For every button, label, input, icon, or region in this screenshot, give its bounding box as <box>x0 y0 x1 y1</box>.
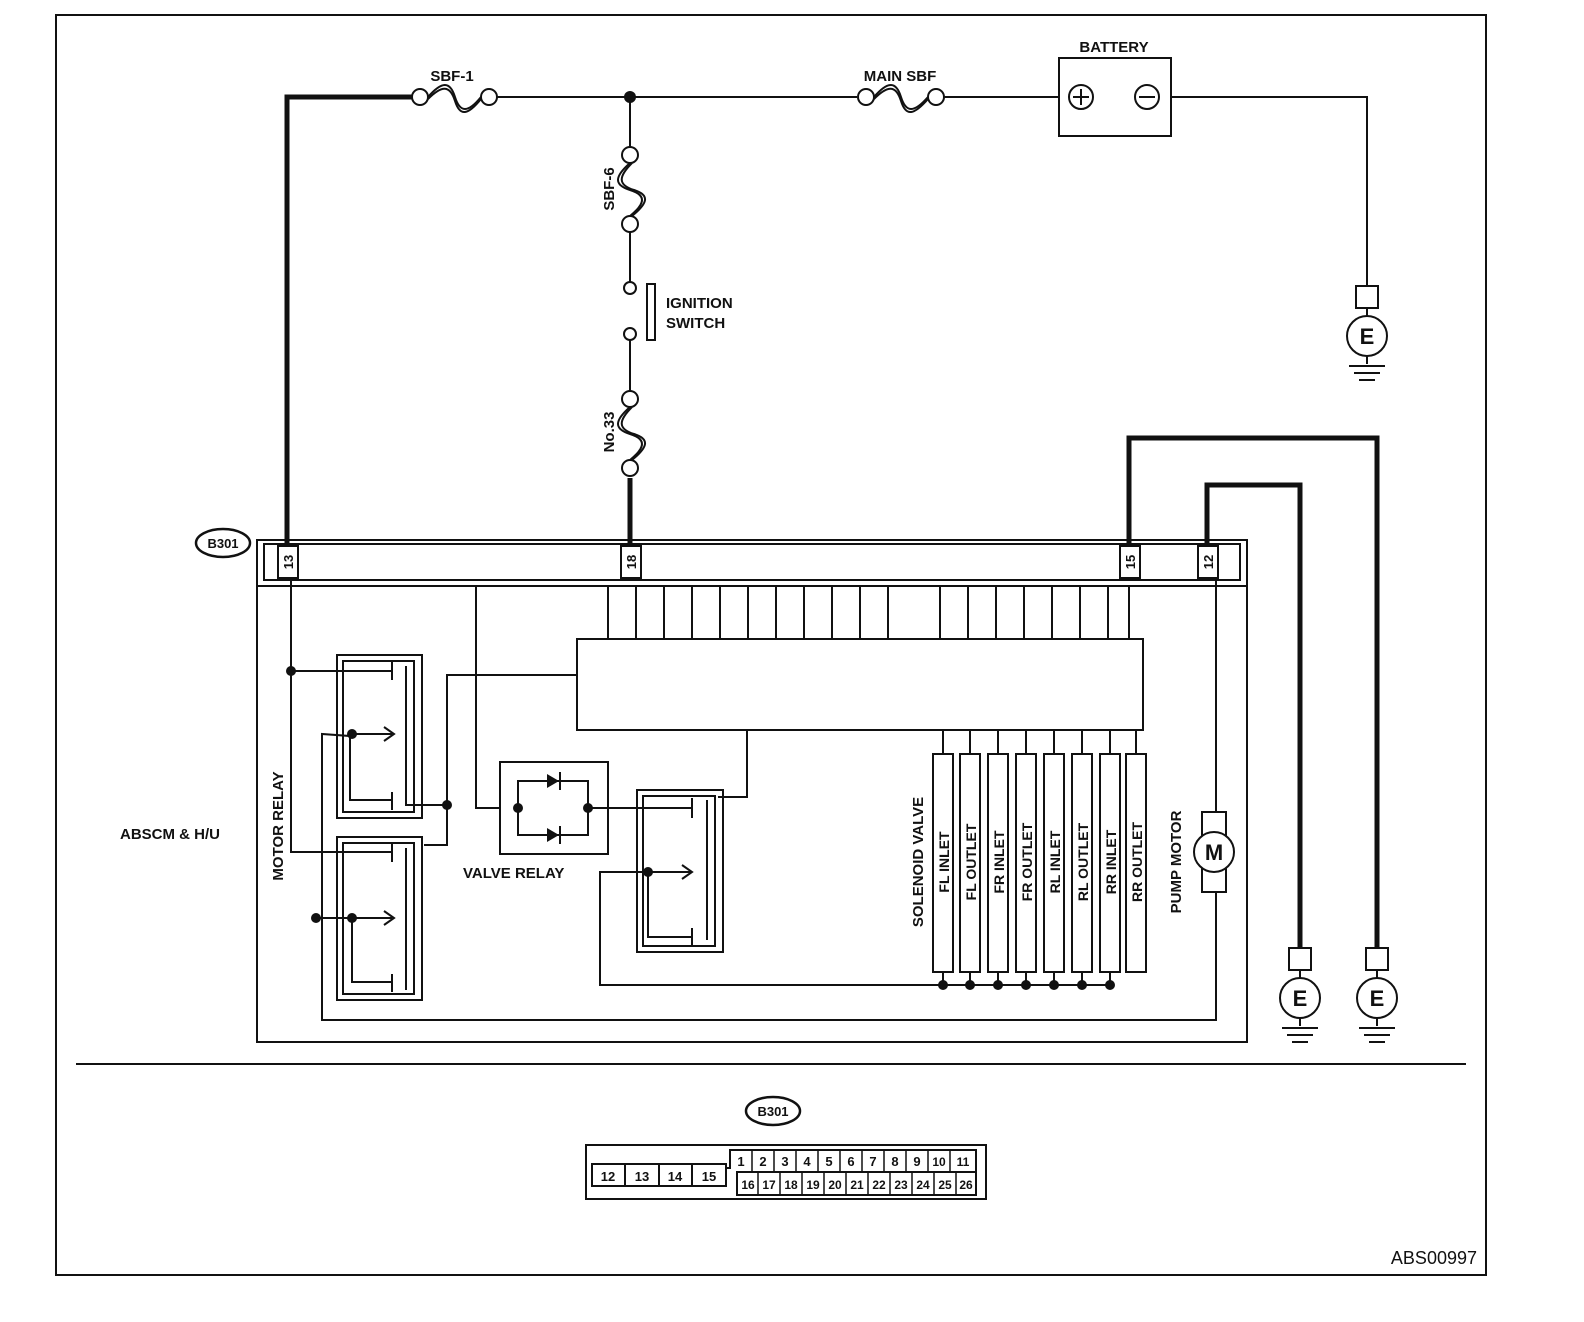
fuse-sbf6 <box>617 146 646 233</box>
pin-label: 13 <box>635 1169 649 1184</box>
fuse-main-sbf <box>857 84 945 113</box>
no33-label: No.33 <box>601 412 618 453</box>
pin-label: 6 <box>847 1154 854 1169</box>
valve-relay-diodes <box>499 761 609 855</box>
pin-label: 14 <box>668 1169 683 1184</box>
pin-label: 23 <box>894 1178 908 1192</box>
solenoid-valve-bank <box>932 730 1147 990</box>
connector-tag <box>194 527 252 559</box>
solenoid-valve-label: SOLENOID VALVE <box>910 797 927 927</box>
motor-relay-2 <box>336 836 423 1001</box>
ground-label: E <box>1370 986 1385 1011</box>
solenoid-label: FL OUTLET <box>963 823 979 900</box>
solenoid-label: FR INLET <box>991 830 1007 893</box>
pin-label: 3 <box>781 1154 788 1169</box>
main-sbf-label: MAIN SBF <box>864 68 937 85</box>
pump-motor-label: PUMP MOTOR <box>1168 810 1185 913</box>
power-wiring <box>284 94 1368 548</box>
junction-dot <box>624 91 636 103</box>
pin-label: 25 <box>938 1178 952 1192</box>
pin-label: 8 <box>891 1154 898 1169</box>
pin-label: 20 <box>828 1178 842 1192</box>
absc-unit-box <box>256 539 1248 1043</box>
motor-relay-1 <box>336 654 423 819</box>
terminal-15: 15 <box>1123 555 1138 569</box>
pin-label: 18 <box>784 1178 798 1192</box>
valve-relay-label: VALVE RELAY <box>463 865 564 882</box>
pin-label: 17 <box>762 1178 776 1192</box>
pin-label: 1 <box>737 1154 744 1169</box>
ground-wiring <box>1126 435 1380 948</box>
sbf6-label: SBF-6 <box>601 167 618 210</box>
connector-view-tag <box>744 1095 802 1127</box>
ground-label: E <box>1360 324 1375 349</box>
fuse-no33 <box>617 390 646 477</box>
pin-label: 15 <box>702 1169 716 1184</box>
fuse-sbf1 <box>411 84 498 113</box>
control-module <box>576 638 1144 731</box>
connector-view-tag-label: B301 <box>757 1104 788 1119</box>
ground-label: E <box>1293 986 1308 1011</box>
sbf1-label: SBF-1 <box>430 68 473 85</box>
battery <box>1058 57 1172 137</box>
connector-strip <box>263 543 1241 581</box>
figure-frame <box>55 14 1487 1276</box>
pin-label: 21 <box>850 1178 864 1192</box>
pin-label: 24 <box>916 1178 930 1192</box>
solenoid-label: FL INLET <box>936 831 952 893</box>
solenoid-label: RL INLET <box>1047 830 1063 893</box>
pin-label: 4 <box>803 1154 811 1169</box>
pin-label: 7 <box>869 1154 876 1169</box>
pump-motor <box>1193 811 1235 893</box>
absc-label: ABSCM & H/U <box>120 826 220 843</box>
terminal-12: 12 <box>1201 555 1216 569</box>
pin-label: 9 <box>913 1154 920 1169</box>
valve-relay <box>636 789 724 953</box>
solenoid-label: FR OUTLET <box>1019 822 1035 901</box>
solenoid-label: RR INLET <box>1103 829 1119 894</box>
pump-motor-symbol: M <box>1205 840 1223 865</box>
connector-view <box>585 1144 987 1200</box>
terminal-13: 13 <box>281 555 296 569</box>
solenoid-label: RR OUTLET <box>1129 822 1145 903</box>
pin-label: 16 <box>741 1178 755 1192</box>
ignition-label-2: SWITCH <box>666 315 725 332</box>
pin-label: 2 <box>759 1154 766 1169</box>
pin-label: 26 <box>959 1178 973 1192</box>
pin-label: 19 <box>806 1178 820 1192</box>
pin-label: 22 <box>872 1178 886 1192</box>
pin-label: 10 <box>932 1155 946 1169</box>
terminal-18: 18 <box>624 555 639 569</box>
ignition-label-1: IGNITION <box>666 295 733 312</box>
battery-label: BATTERY <box>1079 39 1148 56</box>
module-bus-lines <box>607 586 1130 639</box>
pin-label: 5 <box>825 1154 832 1169</box>
motor-relay-label: MOTOR RELAY <box>270 771 287 880</box>
pin-label: 12 <box>601 1169 615 1184</box>
solenoid-label: RL OUTLET <box>1075 822 1091 901</box>
pin-label: 11 <box>957 1155 970 1169</box>
connector-tag-label: B301 <box>207 536 238 551</box>
connector-top-pins <box>751 1150 957 1195</box>
figure-id: ABS00997 <box>1391 1248 1477 1268</box>
ignition-switch <box>623 281 656 341</box>
